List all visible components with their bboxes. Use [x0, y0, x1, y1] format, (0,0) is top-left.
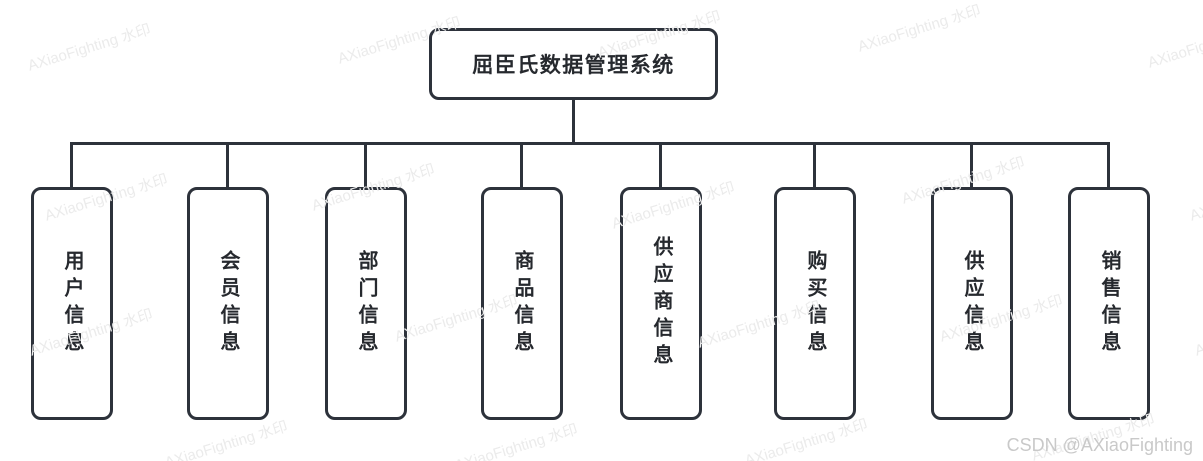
node-root: 屈臣氏数据管理系统: [429, 28, 718, 100]
connector-drop: [70, 142, 73, 189]
watermark-text: AXiaoFighting 水印: [25, 21, 153, 75]
connector-drop: [659, 142, 662, 189]
node-sales-info-label: 销售信息: [1098, 249, 1120, 358]
connector-drop: [364, 142, 367, 189]
connector-stem: [572, 100, 575, 144]
node-supply-info: 供应信息: [931, 187, 1013, 420]
csdn-credit: CSDN @AXiaoFighting: [1006, 435, 1193, 455]
connector-drop: [970, 142, 973, 189]
node-sales-info: 销售信息: [1068, 187, 1150, 420]
node-purchase-info: 购买信息: [774, 187, 856, 420]
watermark-text: AXiaoFighting 水印: [1145, 18, 1203, 72]
node-member-info-label: 会员信息: [217, 249, 239, 358]
node-member-info: 会员信息: [187, 187, 269, 420]
watermark-text: AXiaoFighting 水印: [1192, 306, 1203, 360]
node-root-label: 屈臣氏数据管理系统: [472, 54, 675, 77]
node-supply-info-label: 供应信息: [961, 249, 983, 358]
watermark-text: AXiaoFighting 水印: [162, 418, 290, 461]
connector-drop: [813, 142, 816, 189]
node-user-info: 用户信息: [31, 187, 113, 420]
node-supplier-info: 供应商信息: [620, 187, 702, 420]
watermark-text: AXiaoFighting 水印: [742, 416, 870, 461]
node-user-info-label: 用户信息: [61, 249, 83, 358]
connector-drop: [1107, 142, 1110, 189]
node-product-info: 商品信息: [481, 187, 563, 420]
watermark-text: AXiaoFighting 水印: [855, 2, 983, 56]
watermark-text: AXiaoFighting 水印: [1187, 171, 1203, 225]
node-department-info-label: 部门信息: [355, 249, 377, 358]
connector-drop: [520, 142, 523, 189]
node-supplier-info-label: 供应商信息: [650, 236, 672, 371]
node-department-info: 部门信息: [325, 187, 407, 420]
node-product-info-label: 商品信息: [511, 249, 533, 358]
connector-bus: [70, 142, 1110, 145]
node-purchase-info-label: 购买信息: [804, 249, 826, 358]
watermark-text: AXiaoFighting 水印: [452, 421, 580, 461]
connector-drop: [226, 142, 229, 189]
